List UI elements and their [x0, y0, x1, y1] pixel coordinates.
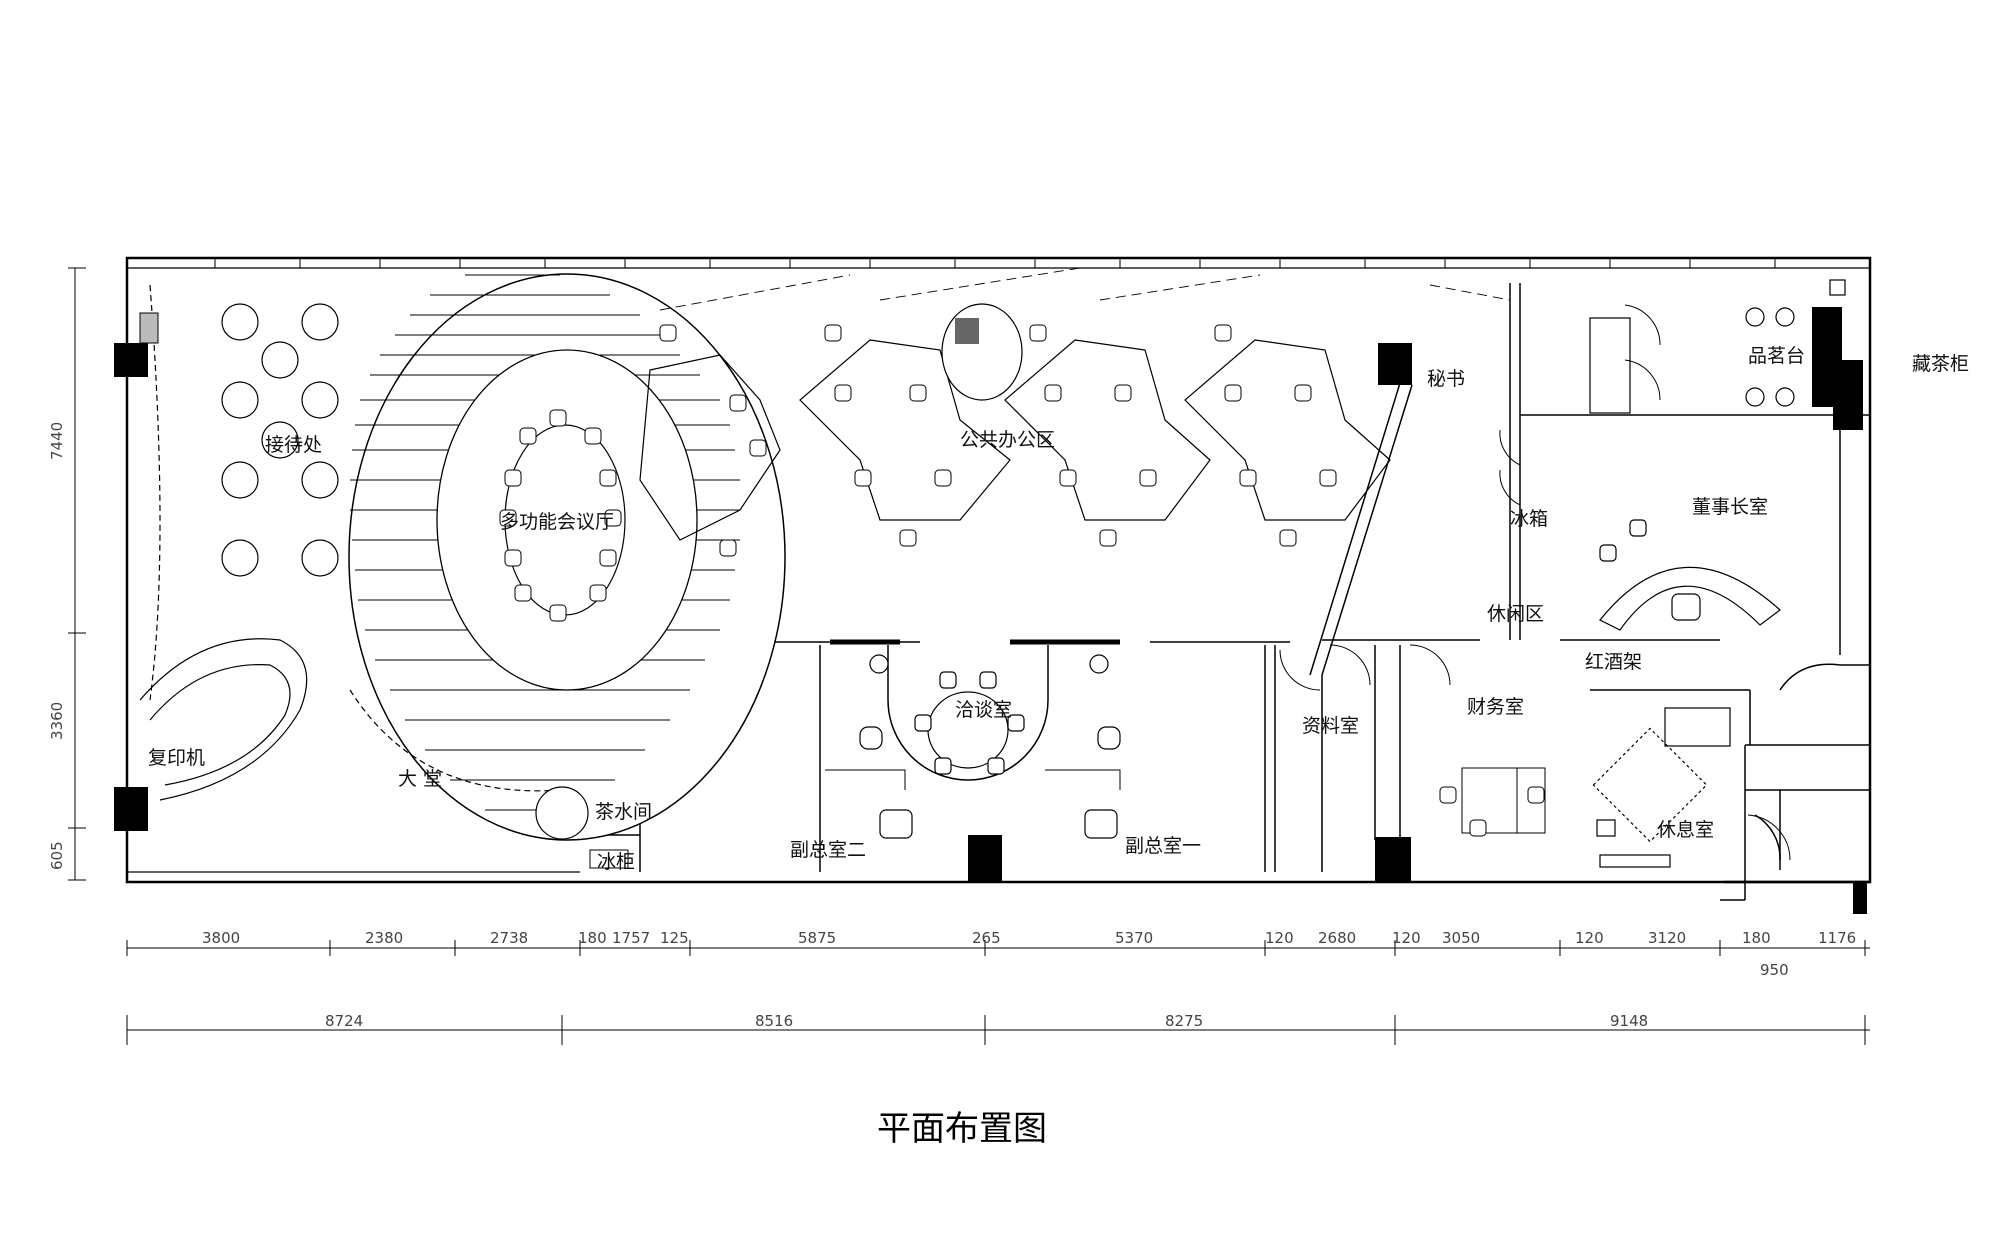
vp-furniture — [859, 654, 1121, 839]
dim-total-2: 8516 — [755, 1012, 793, 1030]
label-pantry: 茶水间 — [595, 801, 652, 823]
label-vp-room-2: 副总室二 — [790, 839, 866, 861]
dim-left-3: 605 — [48, 841, 66, 870]
column — [114, 787, 148, 831]
building-shell — [125, 256, 1872, 901]
dimension-row-2: 8724 8516 8275 9148 — [325, 1012, 1648, 1030]
dim-2: 2380 — [365, 929, 403, 947]
column — [114, 343, 148, 377]
door-swings — [1279, 304, 1791, 861]
dim-15: 3120 — [1648, 929, 1686, 947]
dim-16: 180 — [1742, 929, 1771, 947]
dim-9: 5370 — [1115, 929, 1153, 947]
label-lounge-room: 休息室 — [1657, 819, 1714, 841]
column — [1375, 837, 1411, 881]
label-fridge: 冰箱 — [1510, 508, 1548, 530]
label-freezer: 冰柜 — [597, 851, 635, 873]
label-finance-room: 财务室 — [1467, 696, 1524, 718]
label-chairman-room: 董事长室 — [1692, 496, 1768, 518]
dim-total-3: 8275 — [1165, 1012, 1203, 1030]
plant-feature — [941, 303, 1023, 401]
label-copier: 复印机 — [148, 747, 205, 769]
reception-desk — [139, 284, 561, 801]
dim-left-1: 7440 — [48, 422, 66, 460]
finance-furniture — [1439, 767, 1546, 837]
dim-4: 180 — [578, 929, 607, 947]
label-negotiation-room: 洽谈室 — [955, 699, 1012, 721]
dim-3: 2738 — [490, 929, 528, 947]
label-archive-room: 资料室 — [1302, 715, 1359, 737]
hatch-block — [139, 312, 159, 344]
vp-desks — [825, 769, 1121, 790]
dimension-row-1: 3800 2380 2738 180 1757 125 5875 265 537… — [202, 929, 1856, 979]
multifunction-hall — [348, 273, 786, 841]
tea-display — [1589, 279, 1846, 414]
negotiation-table — [914, 671, 1025, 775]
office-chairs — [659, 324, 1337, 557]
dim-1: 3800 — [202, 929, 240, 947]
label-vp-room-1: 副总室一 — [1125, 835, 1201, 857]
label-tea-cabinet: 藏茶柜 — [1912, 353, 1969, 375]
dim-total-4: 9148 — [1610, 1012, 1648, 1030]
label-public-office: 公共办公区 — [960, 429, 1055, 451]
dim-11: 2680 — [1318, 929, 1356, 947]
label-tea-display: 品茗台 — [1748, 345, 1805, 367]
column — [968, 835, 1002, 881]
dim-left-2: 3360 — [48, 702, 66, 740]
label-secretary: 秘书 — [1427, 368, 1465, 390]
label-wine-rack: 红酒架 — [1585, 651, 1642, 673]
dim-13: 3050 — [1442, 929, 1480, 947]
dim-12: 120 — [1392, 929, 1421, 947]
column — [1833, 360, 1863, 430]
dim-17: 1176 — [1818, 929, 1856, 947]
dim-18: 950 — [1760, 961, 1789, 979]
dim-14: 120 — [1575, 929, 1604, 947]
label-lobby: 大 堂 — [398, 768, 442, 790]
bottom-dimension-lines — [126, 940, 1870, 1045]
dim-total-1: 8724 — [325, 1012, 363, 1030]
dim-8: 265 — [972, 929, 1001, 947]
column — [1378, 343, 1412, 385]
ceiling-lines — [659, 267, 1511, 311]
label-reception: 接待处 — [265, 434, 322, 456]
dim-6: 125 — [660, 929, 689, 947]
column — [1853, 882, 1867, 914]
left-dimension-labels: 7440 3360 605 — [48, 422, 66, 870]
reception-tables — [221, 303, 339, 577]
pantry-fixtures — [535, 786, 629, 869]
left-dimension — [68, 267, 86, 881]
dim-7: 5875 — [798, 929, 836, 947]
drawing-title: 平面布置图 — [877, 1109, 1047, 1149]
dim-5: 1757 — [612, 929, 650, 947]
label-leisure-area: 休闲区 — [1487, 603, 1544, 625]
dim-10: 120 — [1265, 929, 1294, 947]
room-labels: 接待处 多功能会议厅 公共办公区 秘书 品茗台 藏茶柜 冰箱 董事长室 休闲区 … — [148, 345, 1969, 873]
lounge-sofa — [1592, 707, 1731, 868]
chairman-desk — [1599, 519, 1781, 631]
label-multifunction-hall: 多功能会议厅 — [500, 511, 614, 533]
